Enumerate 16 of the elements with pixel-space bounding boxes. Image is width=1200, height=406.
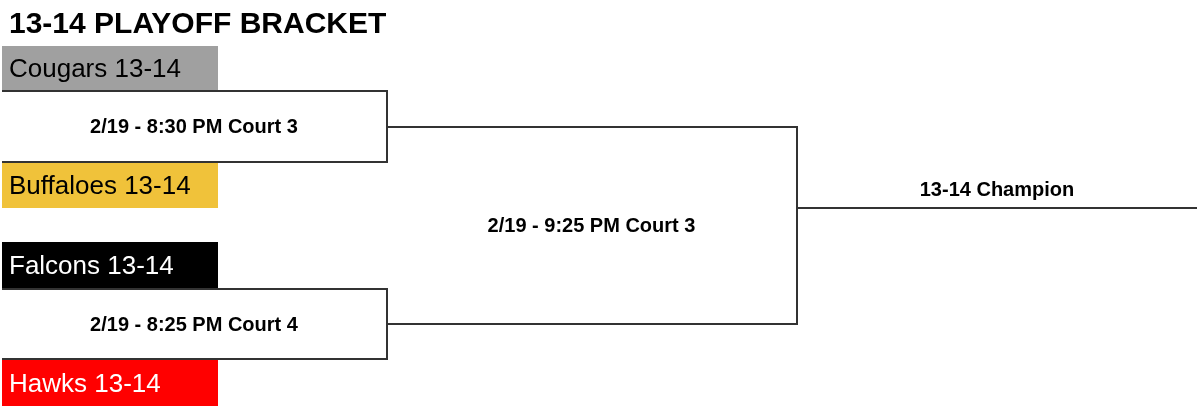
team-name: Falcons 13-14 [9, 249, 174, 281]
team-box [2, 163, 218, 208]
bracket-title: 13-14 PLAYOFF BRACKET [9, 6, 387, 40]
team-name: Cougars 13-14 [9, 52, 181, 84]
team-name: Buffaloes 13-14 [9, 170, 191, 201]
team-name: Hawks 13-14 [9, 367, 161, 399]
match-bracket [387, 126, 798, 325]
team-box [2, 360, 218, 406]
team-box [2, 242, 218, 288]
match-schedule: 2/19 - 8:30 PM Court 3 [90, 115, 298, 138]
team-box [2, 46, 218, 90]
match-schedule: 2/19 - 8:25 PM Court 4 [90, 312, 298, 336]
match-schedule: 2/19 - 9:25 PM Court 3 [487, 214, 696, 237]
winner-label: 13-14 Champion [919, 178, 1075, 201]
match-bracket [2, 288, 388, 360]
match-bracket [2, 90, 388, 163]
